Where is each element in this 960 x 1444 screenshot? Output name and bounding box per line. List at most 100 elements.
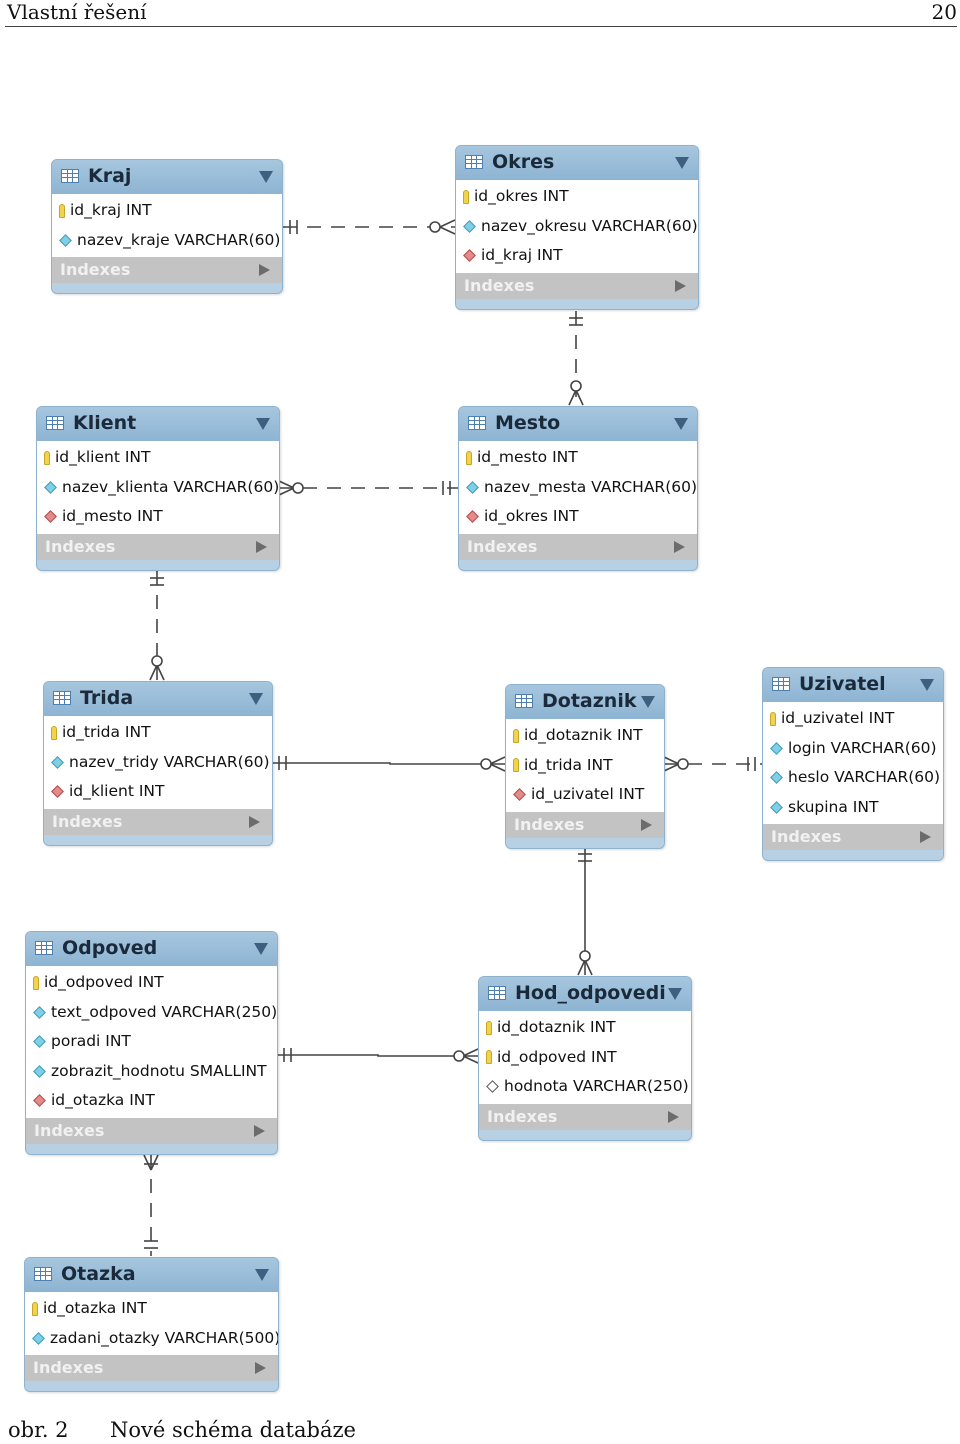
column-row[interactable]: id_okres INT — [456, 182, 698, 212]
indexes-label: Indexes — [771, 827, 842, 846]
column-row[interactable]: zadani_otazky VARCHAR(500) — [25, 1324, 278, 1354]
column-row[interactable]: nazev_kraje VARCHAR(60) — [52, 226, 282, 256]
table-icon — [35, 941, 53, 955]
table-header[interactable]: Uzivatel — [763, 668, 943, 702]
column-row[interactable]: poradi INT — [26, 1027, 277, 1057]
column-row[interactable]: id_trida INT — [44, 718, 272, 748]
column-row[interactable]: id_kraj INT — [52, 196, 282, 226]
expand-arrow-icon[interactable] — [641, 818, 652, 831]
table-header[interactable]: Klient — [37, 407, 279, 441]
column-row[interactable]: id_trida INT — [506, 751, 664, 781]
table-header[interactable]: Mesto — [459, 407, 697, 441]
collapse-arrow-icon[interactable] — [255, 1269, 269, 1281]
column-row[interactable]: id_uzivatel INT — [506, 780, 664, 810]
expand-arrow-icon[interactable] — [254, 1124, 265, 1137]
collapse-arrow-icon[interactable] — [674, 418, 688, 430]
table-name: Uzivatel — [799, 673, 886, 695]
collapse-arrow-icon[interactable] — [920, 679, 934, 691]
collapse-arrow-icon[interactable] — [249, 693, 263, 705]
table-header[interactable]: Kraj — [52, 160, 282, 194]
column-row[interactable]: id_dotaznik INT — [479, 1013, 691, 1043]
column-label: id_dotaznik INT — [497, 1018, 616, 1036]
indexes-section[interactable]: Indexes — [44, 808, 272, 835]
indexes-label: Indexes — [52, 811, 123, 831]
collapse-arrow-icon[interactable] — [259, 171, 273, 183]
column-row[interactable]: nazev_mesta VARCHAR(60) — [459, 473, 697, 503]
column-row[interactable]: id_otazka INT — [26, 1086, 277, 1116]
table-odpoved[interactable]: Odpoved id_odpoved INT text_odpoved VARCH… — [25, 931, 278, 1155]
foreign-key-icon — [33, 1094, 46, 1107]
column-label: id_odpoved INT — [44, 973, 164, 991]
indexes-section[interactable]: Indexes — [459, 533, 697, 560]
indexes-section[interactable]: Indexes — [506, 811, 664, 838]
column-row[interactable]: text_odpoved VARCHAR(250) — [26, 998, 277, 1028]
column-row[interactable]: id_mesto INT — [37, 502, 279, 532]
column-row[interactable]: nazev_tridy VARCHAR(60) — [44, 748, 272, 778]
expand-arrow-icon[interactable] — [255, 1362, 266, 1374]
table-header[interactable]: Otazka — [25, 1258, 278, 1292]
column-row[interactable]: heslo VARCHAR(60) — [763, 763, 943, 793]
foreign-key-icon — [466, 510, 479, 523]
primary-key-icon — [59, 203, 65, 218]
column-row[interactable]: nazev_klienta VARCHAR(60) — [37, 473, 279, 503]
column-row[interactable]: login VARCHAR(60) — [763, 734, 943, 764]
expand-arrow-icon[interactable] — [920, 831, 931, 843]
table-hod-odpovedi[interactable]: Hod_odpovedi id_dotaznik INT id_odpoved I… — [478, 976, 692, 1141]
column-row[interactable]: id_klient INT — [44, 777, 272, 807]
collapse-arrow-icon[interactable] — [675, 157, 689, 169]
column-row[interactable]: id_otazka INT — [25, 1294, 278, 1324]
indexes-section[interactable]: Indexes — [52, 257, 282, 283]
indexes-section[interactable]: Indexes — [26, 1117, 277, 1144]
table-header[interactable]: Okres — [456, 146, 698, 180]
column-row[interactable]: id_dotaznik INT — [506, 721, 664, 751]
column-row[interactable]: skupina INT — [763, 793, 943, 823]
expand-arrow-icon[interactable] — [668, 1110, 679, 1123]
column-label: hodnota VARCHAR(250) — [504, 1077, 689, 1095]
indexes-section[interactable]: Indexes — [479, 1103, 691, 1130]
foreign-key-icon — [463, 249, 476, 262]
column-row[interactable]: hodnota VARCHAR(250) — [479, 1072, 691, 1102]
column-row[interactable]: id_odpoved INT — [479, 1043, 691, 1073]
table-header[interactable]: Dotaznik — [506, 685, 664, 719]
expand-arrow-icon[interactable] — [675, 279, 686, 292]
primary-key-icon — [513, 758, 519, 772]
column-row[interactable]: nazev_okresu VARCHAR(60) — [456, 212, 698, 242]
column-row[interactable]: id_kraj INT — [456, 241, 698, 271]
column-icon — [44, 480, 57, 494]
collapse-arrow-icon[interactable] — [641, 696, 655, 708]
column-row[interactable]: id_okres INT — [459, 502, 697, 532]
indexes-section[interactable]: Indexes — [25, 1355, 278, 1381]
figure-caption-text: Nové schéma databáze — [110, 1418, 356, 1442]
column-label: id_odpoved INT — [497, 1047, 617, 1066]
column-row[interactable]: id_mesto INT — [459, 443, 697, 473]
expand-arrow-icon[interactable] — [256, 540, 267, 553]
column-row[interactable]: id_odpoved INT — [26, 968, 277, 998]
table-header[interactable]: Odpoved — [26, 932, 277, 966]
column-row[interactable]: id_klient INT — [37, 443, 279, 473]
expand-arrow-icon[interactable] — [674, 540, 685, 553]
column-row[interactable]: zobrazit_hodnotu SMALLINT — [26, 1057, 277, 1087]
expand-arrow-icon[interactable] — [249, 815, 260, 828]
column-row[interactable]: id_uzivatel INT — [763, 704, 943, 734]
collapse-arrow-icon[interactable] — [256, 418, 270, 430]
table-header[interactable]: Hod_odpovedi — [479, 977, 691, 1011]
indexes-section[interactable]: Indexes — [456, 272, 698, 299]
primary-key-icon — [486, 1020, 492, 1035]
collapse-arrow-icon[interactable] — [254, 943, 268, 955]
collapse-arrow-icon[interactable] — [668, 988, 682, 1000]
primary-key-icon — [44, 450, 50, 465]
indexes-section[interactable]: Indexes — [763, 824, 943, 850]
indexes-section[interactable]: Indexes — [37, 533, 279, 560]
expand-arrow-icon[interactable] — [259, 264, 270, 276]
table-header[interactable]: Trida — [44, 682, 272, 716]
